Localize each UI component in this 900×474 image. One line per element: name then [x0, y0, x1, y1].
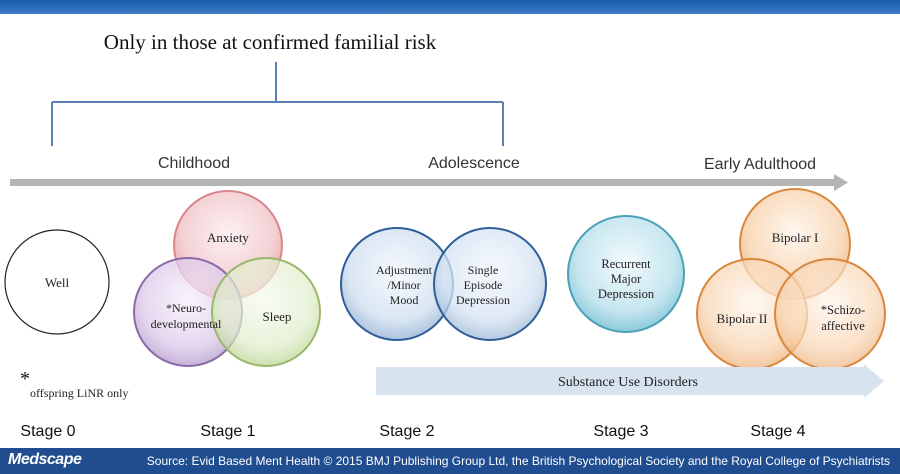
label-recurrent-line2: Major [611, 272, 642, 286]
timeline-label-adolescence: Adolescence [428, 155, 520, 172]
label-schizo-line1: *Schizo- [821, 303, 865, 317]
label-adjustment-line2: /Minor [387, 278, 420, 292]
circle-well [4, 229, 110, 335]
source-citation: Source: Evid Based Ment Health © 2015 BM… [146, 454, 890, 468]
stage4-venn [696, 188, 886, 370]
label-bipolar-1: Bipolar I [772, 230, 819, 245]
label-bipolar-2: Bipolar II [717, 311, 768, 326]
label-anxiety: Anxiety [207, 230, 249, 245]
label-substance-use: Substance Use Disorders [558, 375, 698, 390]
stage-label-1: Stage 1 [200, 423, 255, 440]
label-sleep: Sleep [263, 309, 292, 324]
circle-sleep [211, 257, 321, 367]
timeline-arrow [10, 174, 848, 191]
medscape-logo: Medscape [8, 451, 82, 468]
label-neuro-line2: developmental [151, 317, 222, 331]
label-well: Well [45, 275, 70, 290]
timeline-label-childhood: Childhood [158, 155, 230, 172]
label-adjustment-line3: Mood [390, 293, 419, 307]
stage-label-3: Stage 3 [593, 423, 648, 440]
circle-recurrent-major-depression [567, 215, 685, 333]
footer-bar: Medscape Source: Evid Based Ment Health … [0, 448, 900, 474]
top-banner-bar [0, 0, 900, 14]
label-neuro-line1: *Neuro- [166, 301, 206, 315]
footnote-text: offspring LiNR only [30, 386, 128, 400]
stage2-venn [340, 227, 547, 341]
label-schizo-line2: affective [821, 319, 865, 333]
timeline-label-early-adulthood: Early Adulthood [704, 156, 816, 173]
label-adjustment-line1: Adjustment [376, 263, 433, 277]
staging-diagram: Only in those at confirmed familial risk… [4, 30, 886, 440]
label-recurrent-line3: Depression [598, 287, 655, 301]
label-single-line1: Single [468, 263, 499, 277]
stage1-venn [133, 190, 321, 367]
label-recurrent-line1: Recurrent [601, 257, 651, 271]
stage-label-4: Stage 4 [750, 423, 805, 440]
footnote-asterisk: * [20, 368, 30, 390]
stage-label-2: Stage 2 [379, 423, 434, 440]
label-single-line2: Episode [464, 278, 503, 292]
circle-single-episode [433, 227, 547, 341]
familial-risk-bracket [51, 62, 504, 146]
label-single-line3: Depression [456, 293, 510, 307]
substance-use-arrow [376, 364, 884, 398]
familial-risk-label: Only in those at confirmed familial risk [104, 30, 437, 54]
stage-label-0: Stage 0 [20, 423, 75, 440]
